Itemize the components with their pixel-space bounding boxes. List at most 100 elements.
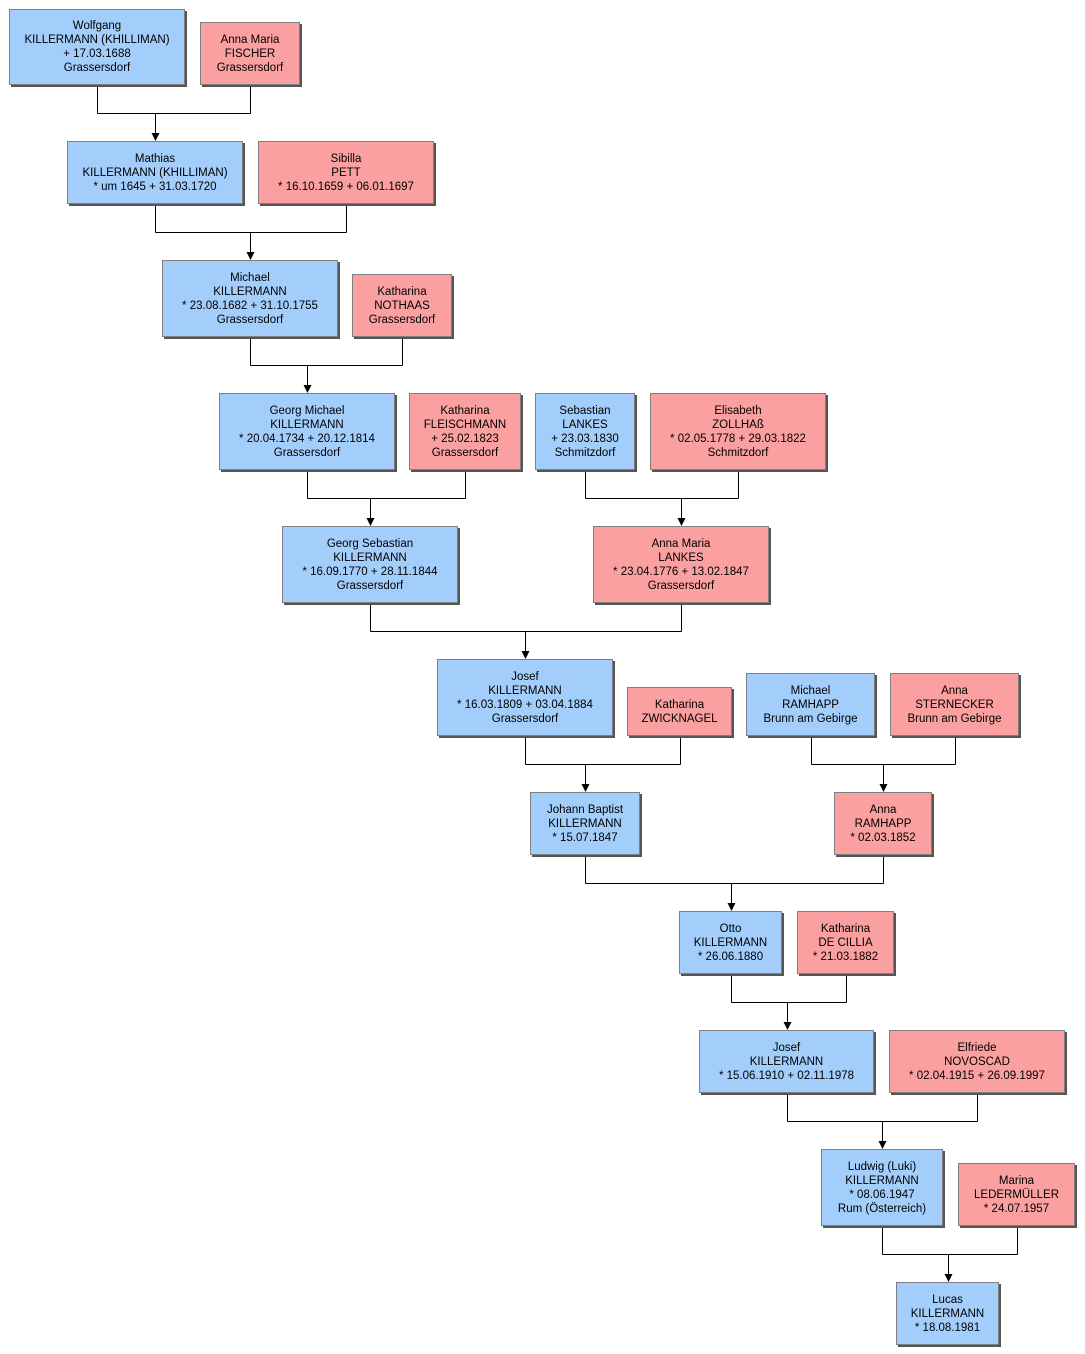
person-line: Lucas xyxy=(932,1293,963,1306)
person-katharina-zwicknagel[interactable]: Katharina ZWICKNAGEL xyxy=(627,687,732,736)
person-line: + 17.03.1688 xyxy=(63,48,131,60)
person-line: Katharina xyxy=(654,698,705,711)
person-michael-ramhapp[interactable]: Michael RAMHAPP Brunn am Gebirge xyxy=(746,673,875,736)
person-elisabeth-zollhass[interactable]: Elisabeth ZOLLHAß * 02.05.1778 + 29.03.1… xyxy=(650,393,826,470)
person-line: KILLERMANN xyxy=(488,684,562,697)
person-line: RAMHAPP xyxy=(782,698,839,711)
person-line: * 16.10.1659 + 06.01.1697 xyxy=(278,180,414,193)
person-katharina-fleischmann[interactable]: Katharina FLEISCHMANN + 25.02.1823 Grass… xyxy=(409,393,521,470)
person-line: * 23.08.1682 + 31.10.1755 xyxy=(182,299,318,312)
person-line: Elfriede xyxy=(957,1041,997,1054)
person-lucas-killermann[interactable]: Lucas KILLERMANN * 18.08.1981 xyxy=(896,1282,999,1345)
person-line: Anna Maria xyxy=(651,537,711,550)
person-line: Schmitzdorf xyxy=(707,446,769,459)
person-katharina-de-cillia[interactable]: Katharina DE CILLIA * 21.03.1882 xyxy=(797,911,894,974)
person-line: Katharina xyxy=(377,285,427,298)
person-sebastian-lankes[interactable]: Sebastian LANKES + 23.03.1830 Schmitzdor… xyxy=(535,393,635,470)
person-line: KILLERMANN xyxy=(333,551,407,564)
person-line: KILLERMANN xyxy=(270,418,344,431)
person-line: Grassersdorf xyxy=(273,446,341,459)
person-line: STERNECKER xyxy=(915,698,994,711)
person-line: KILLERMANN xyxy=(910,1307,985,1320)
person-anna-maria-fischer[interactable]: Anna Maria FISCHER Grassersdorf xyxy=(200,22,300,85)
person-line: Katharina xyxy=(820,922,871,935)
person-line: Anna Maria xyxy=(220,33,280,46)
person-line: * 02.04.1915 + 26.09.1997 xyxy=(909,1069,1045,1082)
person-line: * 16.03.1809 + 03.04.1884 xyxy=(457,698,593,711)
person-georg-sebastian-killermann[interactable]: Georg Sebastian KILLERMANN * 16.09.1770 … xyxy=(282,526,458,603)
person-line: Grassersdorf xyxy=(431,446,499,459)
person-katharina-nothaas[interactable]: Katharina NOTHAAS Grassersdorf xyxy=(352,274,452,337)
person-line: Elisabeth xyxy=(714,404,762,417)
person-sibilla-pett[interactable]: Sibilla PETT * 16.10.1659 + 06.01.1697 xyxy=(258,141,434,204)
person-line: Grassersdorf xyxy=(368,313,436,326)
person-line: Brunn am Gebirge xyxy=(907,712,1002,725)
person-line: Mathias xyxy=(134,152,176,165)
person-line: * 24.07.1957 xyxy=(983,1202,1050,1215)
person-line: * 26.06.1880 xyxy=(697,950,764,963)
person-line: Josef xyxy=(772,1041,801,1054)
arrowhead-icon xyxy=(521,651,530,659)
person-mathias-killermann[interactable]: Mathias KILLERMANN (KHILLIMAN) * um 1645… xyxy=(67,141,243,204)
person-line: Sibilla xyxy=(330,152,362,165)
person-line: * 08.06.1947 xyxy=(849,1188,915,1201)
person-line: KILLERMANN xyxy=(213,285,287,298)
person-line: KILLERMANN (KHILLIMAN) xyxy=(82,166,228,179)
person-otto-killermann[interactable]: Otto KILLERMANN * 26.06.1880 xyxy=(679,911,782,974)
person-ludwig-killermann[interactable]: Ludwig (Luki) KILLERMANN * 08.06.1947 Ru… xyxy=(821,1149,943,1226)
person-line: Anna xyxy=(941,684,968,697)
arrowhead-icon xyxy=(878,1141,887,1149)
person-johann-baptist-killermann[interactable]: Johann Baptist KILLERMANN * 15.07.1847 xyxy=(530,792,640,855)
person-line: KILLERMANN xyxy=(845,1174,919,1187)
person-line: NOTHAAS xyxy=(374,299,430,312)
person-line: LANKES xyxy=(562,418,608,431)
person-line: * 15.07.1847 xyxy=(552,831,618,844)
person-anna-sternecker[interactable]: Anna STERNECKER Brunn am Gebirge xyxy=(890,673,1019,736)
person-elfriede-novoscad[interactable]: Elfriede NOVOSCAD * 02.04.1915 + 26.09.1… xyxy=(889,1030,1065,1093)
person-line: RAMHAPP xyxy=(854,817,912,830)
person-line: Anna xyxy=(869,803,897,816)
person-line: Grassersdorf xyxy=(216,61,284,74)
person-line: ZWICKNAGEL xyxy=(641,712,718,725)
person-anna-ramhapp[interactable]: Anna RAMHAPP * 02.03.1852 xyxy=(834,792,932,855)
person-line: Grassersdorf xyxy=(216,313,284,326)
person-line: * 16.09.1770 + 28.11.1844 xyxy=(302,565,438,578)
person-line: * 18.08.1981 xyxy=(914,1321,981,1334)
person-line: ZOLLHAß xyxy=(712,418,764,431)
person-line: * 23.04.1776 + 13.02.1847 xyxy=(613,565,749,578)
arrowhead-icon xyxy=(879,784,888,792)
person-line: Michael xyxy=(230,271,270,284)
person-line: * 15.06.1910 + 02.11.1978 xyxy=(718,1069,855,1082)
arrowhead-icon xyxy=(581,784,590,792)
person-line: NOVOSCAD xyxy=(944,1055,1010,1068)
person-line: + 23.03.1830 xyxy=(551,432,619,445)
person-wolfgang-killermann[interactable]: Wolfgang KILLERMANN (KHILLIMAN) + 17.03.… xyxy=(9,9,185,85)
arrowhead-icon xyxy=(246,252,255,260)
person-line: Michael xyxy=(790,684,831,697)
person-michael-killermann[interactable]: Michael KILLERMANN * 23.08.1682 + 31.10.… xyxy=(162,260,338,337)
person-line: Grassersdorf xyxy=(647,579,715,592)
person-line: KILLERMANN xyxy=(749,1055,824,1068)
person-josef-killermann-1910[interactable]: Josef KILLERMANN * 15.06.1910 + 02.11.19… xyxy=(699,1030,874,1093)
person-line: FISCHER xyxy=(224,47,276,60)
person-line: Wolfgang xyxy=(72,20,122,32)
arrowhead-icon xyxy=(944,1274,953,1282)
person-line: FLEISCHMANN xyxy=(423,418,507,431)
person-line: + 25.02.1823 xyxy=(431,432,499,445)
person-line: Brunn am Gebirge xyxy=(763,712,858,725)
person-line: Georg Michael xyxy=(269,404,345,417)
person-line: Sebastian xyxy=(559,404,611,417)
person-line: KILLERMANN xyxy=(693,936,768,949)
person-anna-maria-lankes[interactable]: Anna Maria LANKES * 23.04.1776 + 13.02.1… xyxy=(593,526,769,603)
arrowhead-icon xyxy=(727,903,736,911)
person-josef-killermann-1809[interactable]: Josef KILLERMANN * 16.03.1809 + 03.04.18… xyxy=(437,659,613,736)
person-line: Schmitzdorf xyxy=(554,446,616,459)
person-line: Katharina xyxy=(440,404,490,417)
person-line: LANKES xyxy=(658,551,704,564)
person-marina-ledermueller[interactable]: Marina LEDERMÜLLER * 24.07.1957 xyxy=(958,1163,1075,1226)
person-georg-michael-killermann[interactable]: Georg Michael KILLERMANN * 20.04.1734 + … xyxy=(219,393,395,470)
person-line: Johann Baptist xyxy=(546,803,624,816)
person-line: Georg Sebastian xyxy=(326,537,414,550)
person-line: Grassersdorf xyxy=(63,62,131,74)
